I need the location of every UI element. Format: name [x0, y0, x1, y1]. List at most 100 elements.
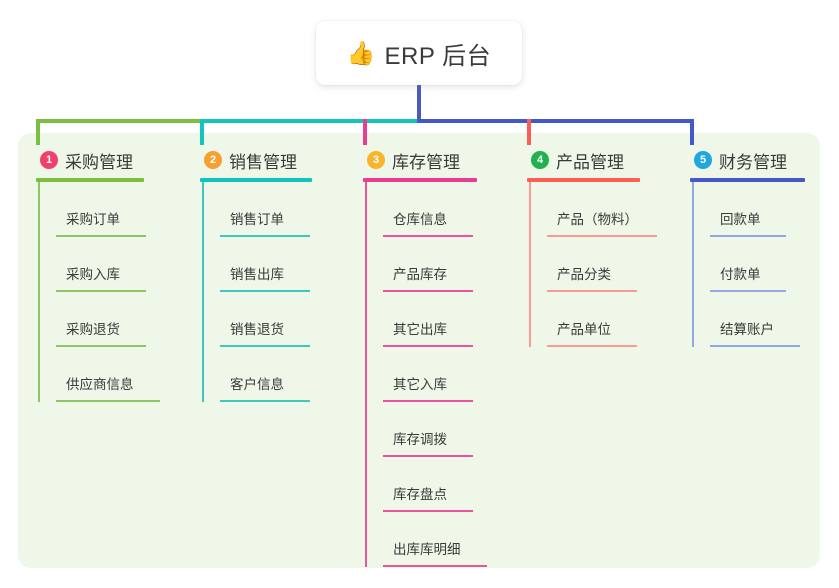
leaf-node[interactable]: 回款单 [710, 182, 805, 237]
leaf-label: 客户信息 [230, 377, 284, 392]
leaf-label: 付款单 [720, 267, 761, 282]
branch-column-1: 1 采购管理采购订单采购入库采购退货供应商信息 [36, 148, 160, 402]
branch-title-1: 采购管理 [65, 152, 133, 172]
leaf-label: 采购订单 [66, 212, 120, 227]
leaf-node[interactable]: 采购退货 [56, 292, 146, 347]
leaf-node[interactable]: 付款单 [710, 237, 805, 292]
leaf-underline [383, 235, 473, 237]
leaf-underline [547, 235, 657, 237]
leaf-node[interactable]: 库存调拨 [383, 402, 477, 457]
leaf-node[interactable]: 采购订单 [56, 182, 146, 237]
leaf-label: 产品（物料） [557, 212, 638, 227]
leaf-node[interactable]: 库存盘点 [383, 457, 477, 512]
leaf-underline [710, 290, 786, 292]
leaf-node[interactable]: 产品单位 [547, 292, 640, 347]
leaf-label: 供应商信息 [66, 377, 134, 392]
branch-underline-3 [363, 178, 477, 182]
leaf-node[interactable]: 出库库明细 [383, 512, 487, 567]
branch-badge-2: 2 [204, 151, 222, 169]
leaf-spine-1 [38, 182, 40, 402]
leaf-underline [56, 235, 146, 237]
branch-underline-4 [527, 178, 640, 182]
branch-badge-5: 5 [694, 151, 712, 169]
branch-title-3: 库存管理 [392, 152, 460, 172]
leaf-underline [56, 400, 160, 402]
connector-stub-4 [527, 119, 531, 145]
branch-column-3: 3 库存管理仓库信息产品库存其它出库其它入库库存调拨库存盘点出库库明细 [363, 148, 487, 567]
leaf-node[interactable]: 采购入库 [56, 237, 146, 292]
branch-header-5[interactable]: 5 财务管理 [690, 148, 805, 172]
leaf-node[interactable]: 其它出库 [383, 292, 477, 347]
branch-header-2[interactable]: 2 销售管理 [200, 148, 312, 172]
diagram-panel [18, 133, 820, 568]
branch-title-4: 产品管理 [556, 152, 624, 172]
leaf-spine-5 [692, 182, 694, 347]
leaf-node[interactable]: 结算账户 [710, 292, 805, 347]
root-trunk-line [417, 85, 421, 123]
leaf-underline [220, 235, 310, 237]
leaf-underline [383, 290, 473, 292]
leaf-underline [220, 400, 310, 402]
leaf-node[interactable]: 销售订单 [220, 182, 312, 237]
leaf-list-1: 采购订单采购入库采购退货供应商信息 [38, 182, 160, 402]
branch-badge-3: 3 [367, 151, 385, 169]
connector-stub-1 [36, 119, 40, 145]
leaf-node[interactable]: 销售退货 [220, 292, 312, 347]
leaf-label: 回款单 [720, 212, 761, 227]
branch-underline-5 [690, 178, 805, 182]
leaf-list-2: 销售订单销售出库销售退货客户信息 [202, 182, 312, 402]
leaf-label: 销售出库 [230, 267, 284, 282]
leaf-underline [547, 345, 637, 347]
root-node[interactable]: 👍 ERP 后台 [316, 21, 522, 85]
branch-underline-1 [36, 178, 144, 182]
leaf-node[interactable]: 销售出库 [220, 237, 312, 292]
leaf-underline [220, 290, 310, 292]
leaf-label: 产品单位 [557, 322, 611, 337]
leaf-spine-2 [202, 182, 204, 402]
leaf-underline [383, 455, 473, 457]
branch-badge-4: 4 [531, 151, 549, 169]
leaf-label: 其它出库 [393, 322, 447, 337]
branch-header-1[interactable]: 1 采购管理 [36, 148, 144, 172]
leaf-label: 采购退货 [66, 322, 120, 337]
branch-column-2: 2 销售管理销售订单销售出库销售退货客户信息 [200, 148, 312, 402]
leaf-label: 出库库明细 [393, 542, 461, 557]
leaf-underline [710, 345, 800, 347]
leaf-node[interactable]: 仓库信息 [383, 182, 477, 237]
connector-bar-segment-3 [417, 119, 694, 123]
connector-stub-5 [690, 119, 694, 145]
leaf-underline [383, 400, 473, 402]
leaf-node[interactable]: 供应商信息 [56, 347, 160, 402]
leaf-label: 结算账户 [720, 322, 774, 337]
leaf-underline [383, 345, 473, 347]
leaf-label: 仓库信息 [393, 212, 447, 227]
leaf-spine-4 [529, 182, 531, 347]
leaf-node[interactable]: 产品库存 [383, 237, 477, 292]
leaf-label: 产品库存 [393, 267, 447, 282]
leaf-label: 销售订单 [230, 212, 284, 227]
connector-stub-3 [363, 119, 367, 145]
root-title: ERP 后台 [384, 42, 492, 70]
branch-header-4[interactable]: 4 产品管理 [527, 148, 640, 172]
leaf-underline [383, 565, 487, 567]
leaf-underline [547, 290, 637, 292]
branch-title-5: 财务管理 [719, 152, 787, 172]
leaf-node[interactable]: 产品分类 [547, 237, 640, 292]
leaf-node[interactable]: 其它入库 [383, 347, 477, 402]
leaf-underline [56, 345, 146, 347]
leaf-list-3: 仓库信息产品库存其它出库其它入库库存调拨库存盘点出库库明细 [365, 182, 487, 567]
leaf-label: 销售退货 [230, 322, 284, 337]
branch-title-2: 销售管理 [229, 152, 297, 172]
leaf-list-5: 回款单付款单结算账户 [692, 182, 805, 347]
branch-badge-1: 1 [40, 151, 58, 169]
leaf-underline [220, 345, 310, 347]
leaf-underline [56, 290, 146, 292]
leaf-label: 库存盘点 [393, 487, 447, 502]
leaf-underline [710, 235, 786, 237]
branch-header-3[interactable]: 3 库存管理 [363, 148, 477, 172]
leaf-node[interactable]: 客户信息 [220, 347, 312, 402]
root-node-content: 👍 ERP 后台 [347, 36, 491, 71]
leaf-node[interactable]: 产品（物料） [547, 182, 657, 237]
leaf-underline [383, 510, 473, 512]
